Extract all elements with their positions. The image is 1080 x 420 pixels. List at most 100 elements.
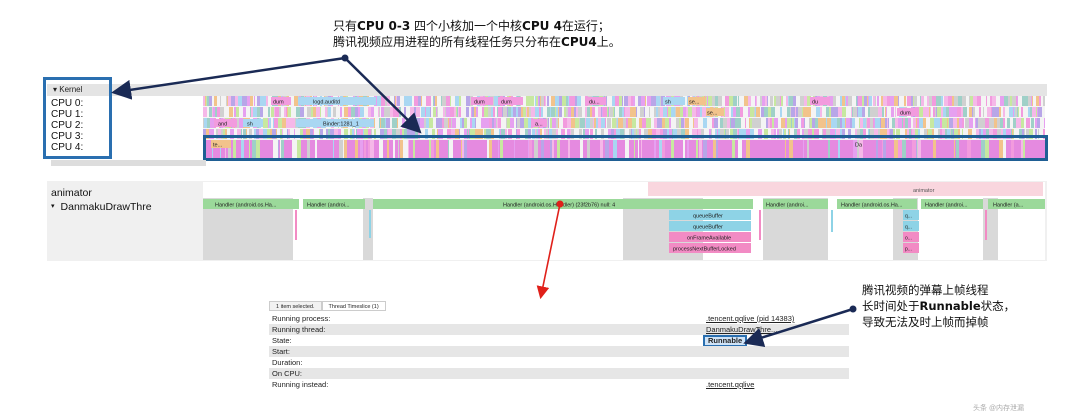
cpu-sched-stripe (862, 96, 864, 106)
cpu-sched-stripe (310, 129, 313, 139)
cpu-sched-stripe (612, 118, 616, 128)
tab-thread-timeslice[interactable]: Thread Timeslice (1) (321, 301, 386, 311)
cpu-sched-stripe (528, 140, 529, 158)
cpu-sched-stripe (496, 96, 497, 106)
cpu-sched-stripe (667, 107, 668, 117)
cpu-sched-stripe (958, 129, 960, 139)
thread-timeline[interactable]: animator Handler (android.os.Ha... Handl… (203, 182, 1045, 260)
cpu-sched-stripe (424, 118, 426, 128)
cpu-sched-stripe (422, 140, 426, 158)
cpu-sched-stripe (262, 96, 266, 106)
tab-selection[interactable]: 1 item selected. (269, 301, 322, 311)
cpu-sched-stripe (494, 96, 496, 106)
cpu-sched-stripe (655, 96, 656, 106)
cpu-sched-stripe (708, 96, 712, 106)
cpu-sched-stripe (750, 140, 753, 158)
cpu-sched-stripe (771, 129, 774, 139)
cpu-sched-stripe (1026, 118, 1030, 128)
cpu-slice-label: a... (535, 122, 543, 128)
cpu-sched-stripe (791, 107, 795, 117)
cpu-sched-stripe (529, 140, 532, 158)
cpu-sched-stripe (781, 118, 785, 128)
cpu-sched-stripe (456, 107, 457, 117)
cpu-sched-stripe (995, 140, 999, 158)
cpu-sched-stripe (750, 129, 754, 139)
cpu-sched-stripe (288, 129, 290, 139)
cpu-tracks[interactable]: dum logd.auditd dum dum du... sh se... d… (203, 96, 1045, 160)
cpu-sched-stripe (968, 129, 972, 139)
thread-label-danmaku[interactable]: ▾DanmakuDrawThre (51, 201, 152, 213)
cpu-sched-stripe (220, 107, 222, 117)
running-thread-link[interactable]: DanmakuDrawThre... (706, 325, 778, 334)
cpu-sched-stripe (459, 96, 461, 106)
cpu-sched-stripe (499, 140, 500, 158)
cpu-sched-stripe (587, 107, 590, 117)
cpu-sched-stripe (917, 118, 919, 128)
cpu-sched-stripe (795, 118, 798, 128)
cpu-sched-stripe (921, 96, 924, 106)
cpu-sched-stripe (215, 107, 217, 117)
cpu-sched-stripe (647, 140, 649, 158)
row-label: On CPU: (272, 369, 303, 378)
cpu-sched-stripe (1013, 129, 1014, 139)
cpu-sched-stripe (204, 118, 207, 128)
cpu-sched-stripe (1028, 107, 1030, 117)
cpu-sched-stripe (448, 140, 449, 158)
cpu-sched-stripe (770, 118, 772, 128)
cpu-sched-stripe (837, 118, 840, 128)
cpu-sched-stripe (1013, 118, 1016, 128)
cpu-sched-stripe (918, 129, 920, 139)
cpu-sched-stripe (537, 129, 538, 139)
cpu-sched-stripe (1031, 96, 1032, 106)
cpu-sched-stripe (466, 96, 470, 106)
cpu-sched-stripe (585, 129, 589, 139)
cpu-sched-stripe (531, 118, 533, 128)
cpu-sched-stripe (725, 107, 729, 117)
cpu-sched-stripe (918, 140, 921, 158)
kernel-header[interactable]: ▾ Kernel (47, 84, 1047, 96)
cpu-sched-stripe (707, 96, 708, 106)
cpu-sched-stripe (550, 118, 552, 128)
cpu-sched-stripe (816, 107, 820, 117)
cpu-sched-stripe (388, 129, 392, 139)
cpu-sched-stripe (538, 140, 540, 158)
cpu-sched-stripe (937, 107, 941, 117)
cpu-sched-stripe (814, 118, 815, 128)
running-instead-link[interactable]: .tencent.qqlive (706, 380, 755, 389)
cpu-sched-stripe (419, 140, 421, 158)
cpu-sched-stripe (868, 129, 869, 139)
cpu-sched-stripe (804, 140, 807, 158)
cpu-sched-stripe (279, 140, 280, 158)
cpu-sched-stripe (882, 140, 883, 158)
cpu-sched-stripe (689, 140, 692, 158)
cpu-sched-stripe (846, 96, 848, 106)
cpu-sched-stripe (628, 96, 631, 106)
cpu-sched-stripe (321, 129, 323, 139)
cpu-sched-stripe (594, 118, 596, 128)
chevron-down-icon: ▾ (53, 85, 60, 94)
cpu-sched-stripe (230, 129, 231, 139)
cpu-sched-stripe (526, 96, 530, 106)
cpu-sched-stripe (209, 129, 213, 139)
cpu-sched-stripe (720, 129, 724, 139)
running-process-link[interactable]: .tencent.qqlive (pid 14383) (706, 314, 795, 323)
thread-label-animator[interactable]: animator (51, 187, 92, 199)
cpu-sched-stripe (714, 118, 718, 128)
cpu-sched-stripe (855, 129, 857, 139)
cpu-sched-stripe (660, 96, 661, 106)
cpu-sched-stripe (496, 140, 498, 158)
cpu-sched-stripe (279, 107, 281, 117)
cpu-sched-stripe (603, 107, 607, 117)
cpu-sched-stripe (351, 140, 354, 158)
cpu-sched-stripe (749, 118, 750, 128)
cpu-sched-stripe (742, 107, 743, 117)
cpu-sched-stripe (451, 118, 452, 128)
cpu-sched-stripe (997, 118, 1000, 128)
cpu-sched-stripe (778, 140, 782, 158)
cpu-sched-stripe (927, 129, 928, 139)
cpu-sched-stripe (532, 129, 535, 139)
cpu-sched-stripe (593, 140, 596, 158)
cpu-sched-stripe (962, 129, 963, 139)
cpu-sched-stripe (426, 96, 429, 106)
cpu-sched-stripe (469, 129, 470, 139)
